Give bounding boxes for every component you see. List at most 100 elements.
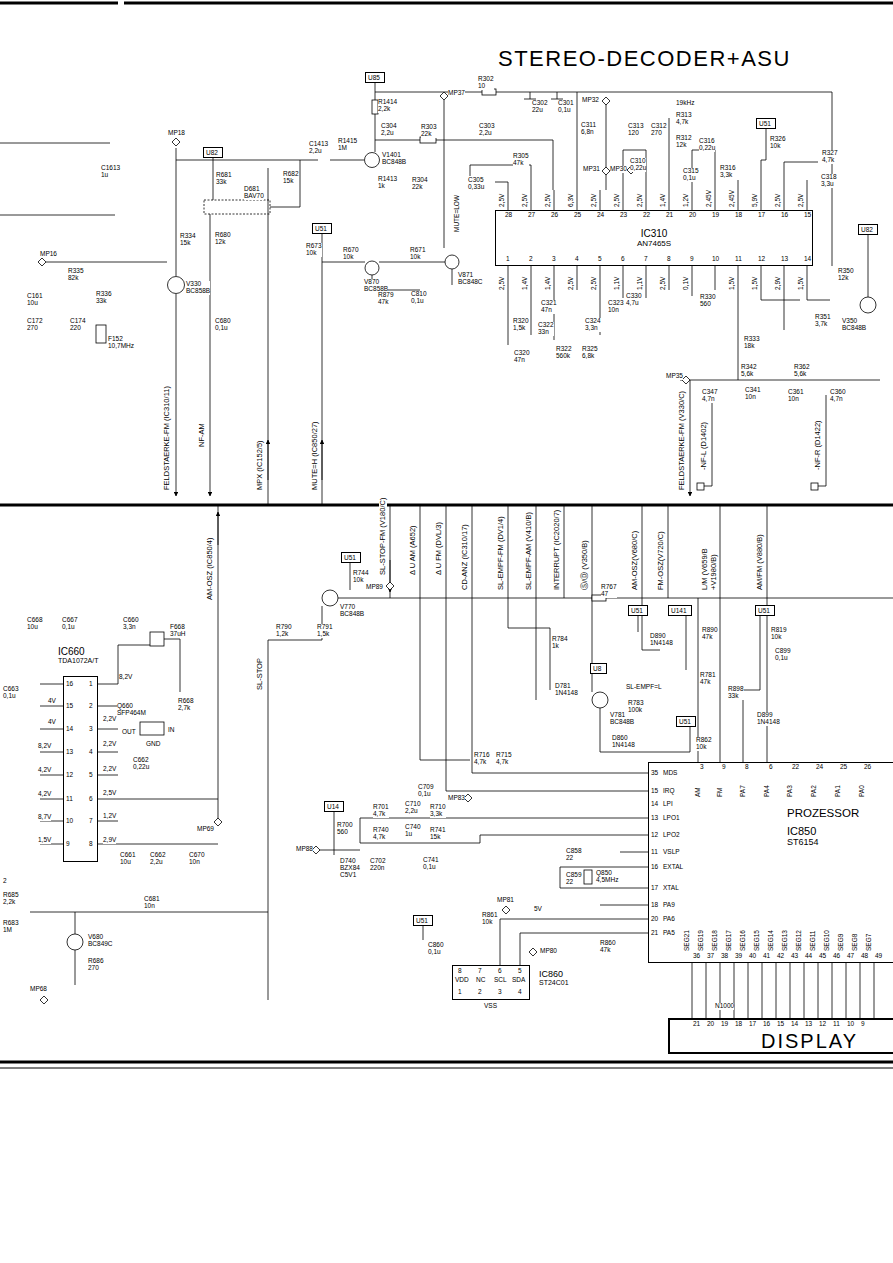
pin-label: SL-EMPF=L [626,684,662,691]
component-label: Q850 4,5MHz [596,870,618,884]
pin-label: 4V [48,698,56,705]
ic-heading: IC860ST24C01 [539,969,569,986]
component-label: V770 BC848B [340,604,364,618]
label-text: R860 47k [600,940,616,954]
label-text: 1,4V [545,277,552,290]
label-text: R304 22k [412,177,428,191]
component-label: C661 10u [120,852,136,866]
pin-label: 1,4V [545,277,552,290]
label-text: 2,5V [637,194,644,207]
label-text: MP30 [610,166,627,173]
label-text: 1,2V [103,813,116,820]
label-text: D781 1N4148 [555,683,578,697]
signal-label: -NF-L (D1402) [700,422,708,470]
wire [0,143,452,505]
measure-point-label: MP89 [366,584,383,591]
label-text: R671 10k [410,247,426,261]
label-text: FELDSTAERKE-FM (V330/C) [678,391,686,490]
wire-connector [520,933,648,965]
label-text: 4V [48,698,56,705]
label-text: C315 0,1u [683,168,699,182]
label-text: V680 BC849C [88,934,113,948]
resistor-symbol [482,89,496,95]
component-label: R741 15k [430,827,446,841]
component-label: D681 BAV70 [244,186,264,200]
label-text: R351 3,7k [815,314,831,328]
label-text: 1,2V [683,194,690,207]
measure-point-label: MP69 [197,826,214,833]
label-text: C1613 1u [101,165,120,179]
label-text: 4,2V [38,767,51,774]
component-label: C1613 1u [101,165,120,179]
label-text: R342 5,6k [741,364,757,378]
component-label: R860 47k [600,940,616,954]
component-label: R325 6,8k [582,346,598,360]
signal-label: SL-EMPF-AM (V410/B) [525,512,533,590]
label-text: V781 BC848B [610,712,634,726]
signal-label: MUTE=H (IC850/27) [311,421,319,490]
label-text: R362 5,6k [794,364,810,378]
pin-label: 1,2V [103,813,116,820]
label-text: MP69 [197,826,214,833]
component-label: R326 10k [770,136,786,150]
ic-box: IC310AN7465S [495,210,813,266]
label-text: R861 10k [482,912,498,926]
label-text: R330 560 [700,294,716,308]
label-text: R320 1,5k [513,318,529,332]
supply-box: U51 [341,552,361,563]
label-text: VSS [484,1003,497,1010]
resistor-symbol [592,595,606,601]
label-text: CD-ANZ (IC310/17) [461,524,469,590]
node-text: ST6154 [787,837,819,847]
label-text: R670 10k [343,247,359,261]
pin-label: 1,1V [637,277,644,290]
label-text: C313 120 [628,123,644,137]
component-label: C361 10n [788,389,804,403]
label-text: R715 4,7k [496,752,512,766]
pin-label: 2 [3,878,7,885]
component-label: R350 12k [838,268,854,282]
node-text: DISPLAY [761,1030,858,1053]
component-label: C330 4,7u [626,293,642,307]
label-text: C312 270 [651,123,667,137]
label-text: C316 0,22u [699,138,715,152]
filter-symbol [140,722,164,735]
label-text: R673 10k [306,243,322,257]
pin-label: 1,5V [798,277,805,290]
signal-label: +V1980/B) [710,554,718,590]
label-text: 8,7V [38,814,51,821]
node-text: U82 [206,148,218,157]
component-label: C172 270 [27,318,43,332]
label-text: R682 15k [283,171,299,185]
label-text: 2,9V [775,277,782,290]
connector-symbol [697,483,704,490]
pin-label: 5V [534,906,542,913]
pin-label: 1,1V [614,277,621,290]
label-text: MP81 [497,897,514,904]
wire-connector [692,963,693,1018]
supply-box: U82 [203,147,223,158]
pin-label: GND [146,741,160,748]
ic-box: IC660TDA1072A/T [63,676,98,862]
pin-label: 1,4V [660,194,667,207]
transistor-symbol [592,692,608,708]
label-text: MP18 [168,130,185,137]
label-text: R767 47 [601,584,617,598]
pin-label: 2,2V [103,766,116,773]
label-text: C321 47n [541,300,557,314]
label-text: 1,1V [637,277,644,290]
pin-label: 2,2V [103,741,116,748]
label-text: R784 1k [552,636,568,650]
wire-connector [500,919,648,965]
pin-label: 19kHz [676,100,694,107]
label-text: 2,45V [729,190,736,207]
component-label: R783 100k [628,700,644,714]
label-text: MP88 [296,846,313,853]
label-text: D740 BZX84 C5V1 [340,858,360,878]
component-label: V680 BC849C [88,934,113,948]
component-label: C663 0,1u [3,686,19,700]
node-text: U85 [368,73,380,82]
label-text: AM-OSZ (IC850/4) [206,537,214,600]
